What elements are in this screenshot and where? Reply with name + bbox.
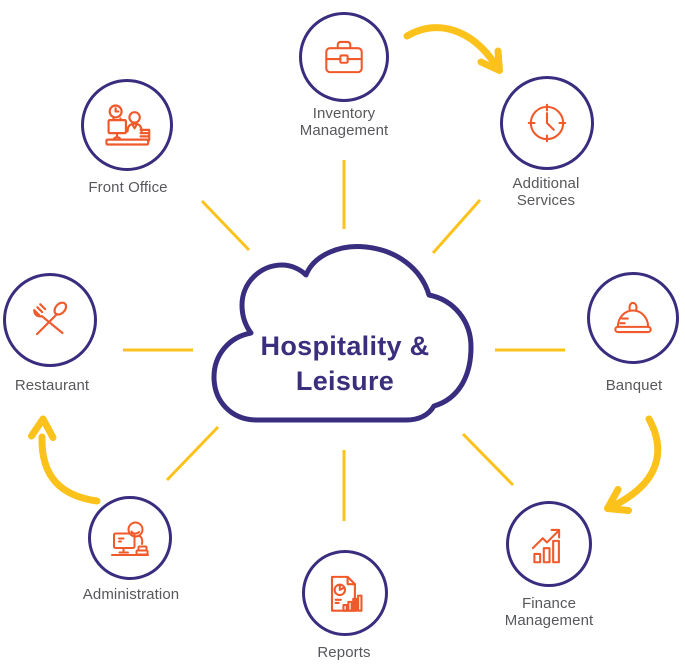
curved-arrows — [28, 24, 662, 514]
report-document-icon — [330, 575, 363, 612]
briefcase-icon — [325, 40, 363, 74]
label-banquet: Banquet — [605, 377, 663, 394]
clock-icon — [527, 103, 567, 143]
cloud-outline — [211, 244, 474, 423]
cloche-icon — [614, 301, 652, 334]
label-reports: Reports — [317, 644, 371, 661]
node-reports — [302, 550, 388, 636]
arrow-administration-to-restaurant — [28, 415, 101, 505]
label-administration: Administration — [82, 586, 180, 603]
node-restaurant — [3, 273, 97, 367]
cloud-title-line2: Leisure — [295, 366, 395, 396]
arrow-banquet-to-finance — [604, 415, 662, 514]
cloud-title-line1: Hospitality & — [260, 331, 430, 361]
label-front-office: Front Office — [88, 179, 168, 196]
node-front-office — [81, 79, 173, 171]
cloud-title: Hospitality & Leisure — [235, 329, 455, 399]
fork-spoon-icon — [33, 301, 68, 336]
spoke-lines — [123, 160, 565, 521]
node-finance-management — [506, 501, 592, 587]
label-additional-services: Additional Services — [512, 175, 580, 209]
spoke-top-right — [431, 199, 482, 254]
label-finance-management: Finance Management — [504, 595, 594, 629]
growth-chart-icon — [531, 528, 561, 564]
label-restaurant: Restaurant — [14, 377, 90, 394]
spoke-bottom-right — [461, 432, 515, 487]
reception-desk-icon — [105, 104, 151, 146]
node-inventory-management — [299, 12, 389, 102]
label-inventory-management: Inventory Management — [299, 105, 389, 139]
arrow-inventory-to-additional — [403, 24, 503, 74]
person-at-desk-icon — [111, 521, 149, 556]
spoke-top-left — [200, 199, 251, 252]
spoke-bottom-left — [165, 425, 220, 482]
node-additional-services — [500, 76, 594, 170]
node-banquet — [587, 272, 679, 364]
node-administration — [88, 496, 172, 580]
